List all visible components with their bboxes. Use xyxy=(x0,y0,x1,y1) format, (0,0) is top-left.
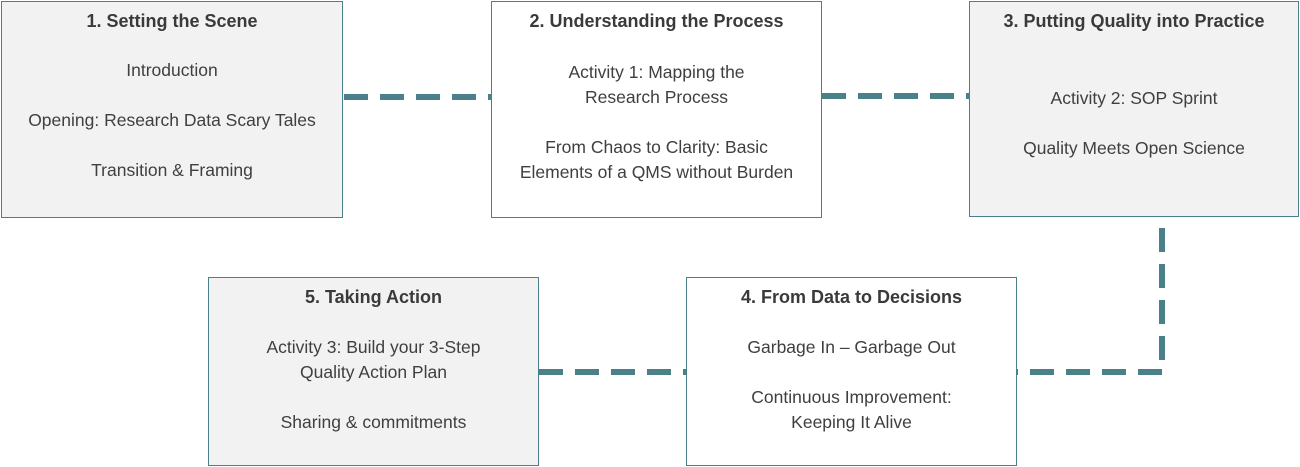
step-item: Elements of a QMS without Burden xyxy=(519,162,794,182)
step-item: Opening: Research Data Scary Tales xyxy=(28,110,316,130)
connector-3-4 xyxy=(1017,228,1165,375)
step-items: Activity 1: Mapping the Research Process… xyxy=(492,60,821,185)
step-item: Transition & Framing xyxy=(91,160,253,180)
step-items: Garbage In – Garbage Out Continuous Impr… xyxy=(687,335,1016,435)
step-item: Introduction xyxy=(126,60,218,80)
step-item: Sharing & commitments xyxy=(280,412,467,432)
step-box-2-understanding-the-process: 2. Understanding the Process Activity 1:… xyxy=(491,1,822,218)
step-title: 2. Understanding the Process xyxy=(529,11,784,31)
step-item: Quality Action Plan xyxy=(300,362,447,382)
step-title: 1. Setting the Scene xyxy=(86,11,258,31)
step-items: Activity 2: SOP Sprint Quality Meets Ope… xyxy=(970,86,1298,161)
step-item: Quality Meets Open Science xyxy=(1023,138,1245,158)
step-item: From Chaos to Clarity: Basic xyxy=(545,137,768,157)
step-item: Activity 2: SOP Sprint xyxy=(1050,88,1218,108)
step-box-4-from-data-to-decisions: 4. From Data to Decisions Garbage In – G… xyxy=(686,277,1017,466)
step-item: Activity 1: Mapping the xyxy=(568,62,745,82)
step-title: 5. Taking Action xyxy=(304,287,442,307)
step-item: Research Process xyxy=(585,87,728,107)
step-item: Activity 3: Build your 3-Step xyxy=(266,337,481,357)
step-item: Continuous Improvement: xyxy=(751,387,952,407)
step-box-5-taking-action: 5. Taking Action Activity 3: Build your … xyxy=(208,277,539,466)
step-item: Garbage In – Garbage Out xyxy=(747,337,956,357)
step-title: 3. Putting Quality into Practice xyxy=(1003,11,1265,31)
step-item: Keeping It Alive xyxy=(791,412,912,432)
step-box-1-setting-the-scene: 1. Setting the Scene Introduction Openin… xyxy=(1,1,343,218)
step-items: Activity 3: Build your 3-Step Quality Ac… xyxy=(209,335,538,435)
step-box-3-putting-quality-into-practice: 3. Putting Quality into Practice Activit… xyxy=(969,1,1299,217)
step-title: 4. From Data to Decisions xyxy=(740,287,963,307)
step-items: Introduction Opening: Research Data Scar… xyxy=(2,58,342,183)
